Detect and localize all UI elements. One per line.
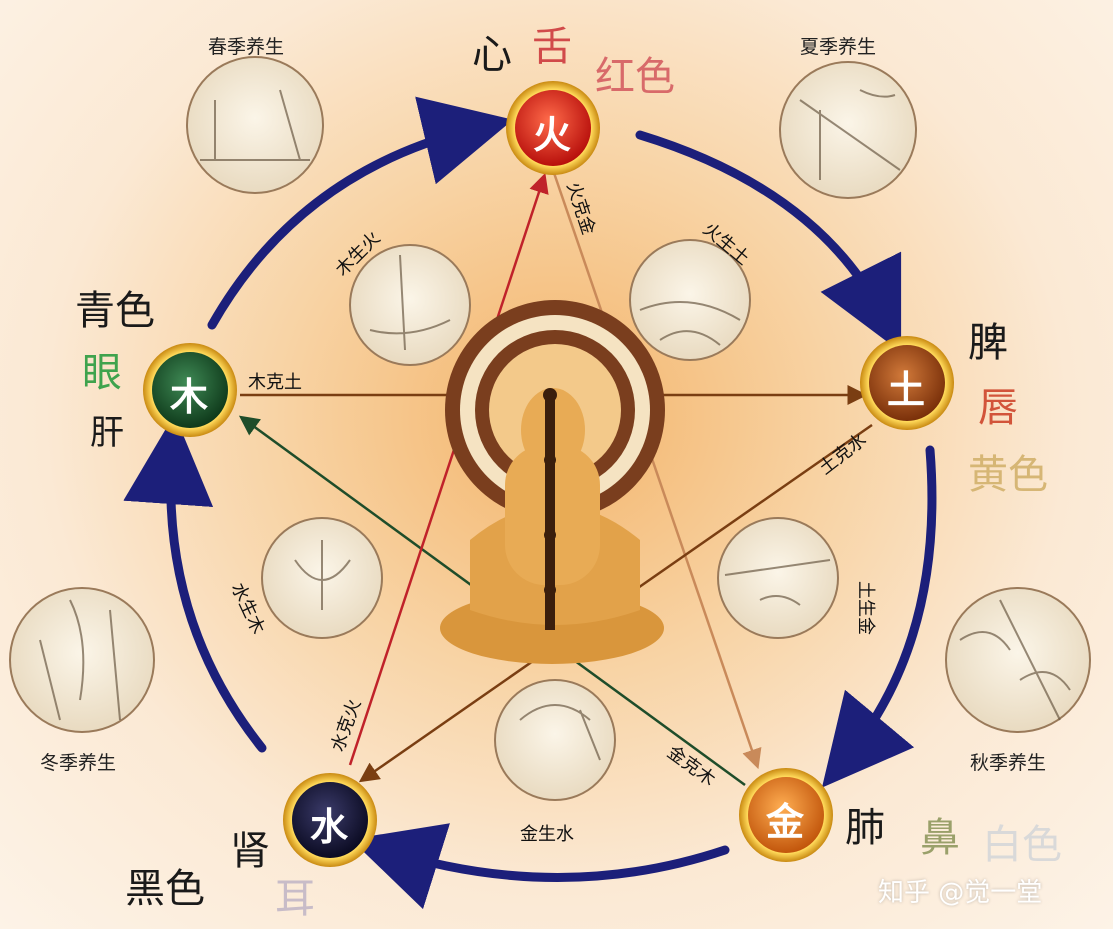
fire-element-icon <box>515 90 591 166</box>
wood-color-name: 青色 <box>75 288 155 334</box>
label-wood-controls-earth: 木克土 <box>248 372 302 393</box>
wood-element-icon <box>152 352 228 428</box>
arrow-water-to-wood <box>123 414 267 753</box>
wood-generates-fire-illustration <box>349 244 471 366</box>
arrow-wood-to-fire <box>207 96 514 330</box>
metal-element-icon <box>748 777 824 853</box>
season-winter-title: 冬季养生 <box>40 752 117 774</box>
fire-organ: 心 <box>472 32 512 78</box>
arrow-metal-to-water <box>350 823 730 910</box>
season-spring-title: 春季养生 <box>208 36 285 58</box>
earth-generates-metal-illustration <box>717 517 839 639</box>
wood-sense: 眼 <box>82 350 122 396</box>
earth-element-icon <box>869 345 945 421</box>
spring-illustration <box>186 56 324 194</box>
earth-sense: 唇 <box>978 385 1018 431</box>
metal-organ: 肺 <box>845 805 885 851</box>
fire-sense: 舌 <box>532 24 572 70</box>
element-water-char: 水 <box>310 805 349 849</box>
element-fire-char: 火 <box>533 113 572 157</box>
water-sense: 耳 <box>275 876 315 922</box>
water-element-icon <box>292 782 368 858</box>
earth-color-name: 黄色 <box>968 452 1048 498</box>
season-autumn-title: 秋季养生 <box>970 752 1047 774</box>
arrow-water-to-fire <box>348 172 549 766</box>
season-summer-title: 夏季养生 <box>800 36 877 58</box>
autumn-illustration <box>945 587 1091 733</box>
meditating-figure-icon <box>440 300 665 664</box>
metal-color-name: 白色 <box>982 822 1062 868</box>
fire-color-name: 红色 <box>595 54 675 100</box>
generating-cycle-arrows <box>123 96 937 910</box>
arrow-fire-to-metal <box>551 169 762 770</box>
watermark: 知乎 @觉一堂 <box>878 878 1043 908</box>
element-earth-char: 土 <box>887 368 926 412</box>
water-organ: 肾 <box>230 828 270 874</box>
label-metal-generates-water: 金生水 <box>520 824 574 845</box>
fire-generates-earth-illustration <box>629 239 751 361</box>
water-color-name: 黑色 <box>125 866 205 912</box>
arrow-earth-to-metal <box>821 445 937 788</box>
metal-generates-water-illustration <box>494 679 616 801</box>
earth-organ: 脾 <box>968 320 1008 366</box>
element-wood-char: 木 <box>170 375 209 419</box>
wood-organ: 肝 <box>90 413 124 453</box>
label-earth-generates-metal: 土生金 <box>855 581 876 635</box>
arrow-fire-to-earth <box>635 130 902 353</box>
winter-illustration <box>9 587 155 733</box>
metal-sense: 鼻 <box>920 815 960 861</box>
element-metal-char: 金 <box>766 800 805 844</box>
summer-illustration <box>779 61 917 199</box>
